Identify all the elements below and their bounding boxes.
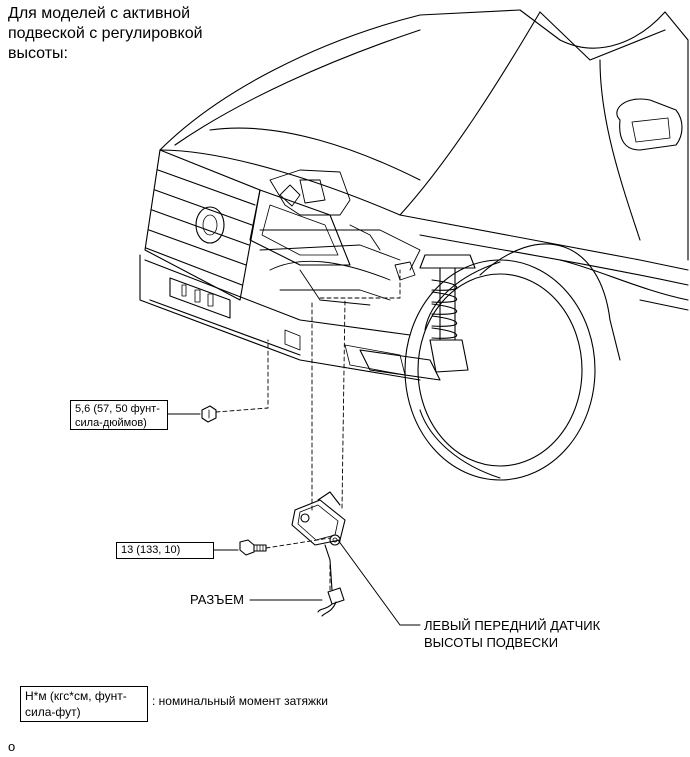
hood-outline	[159, 9, 541, 216]
heading-line: высоты:	[8, 45, 68, 62]
bolt-large	[239, 539, 267, 556]
height-sensor-bracket	[291, 491, 346, 561]
torque-large-line: 13 (133, 10)	[121, 544, 181, 556]
heading-line: Для моделей с активной	[8, 5, 191, 22]
legend-description: : номинальный момент затяжки	[152, 694, 328, 708]
windshield-outline	[519, 9, 689, 261]
sensor-label-line: ВЫСОТЫ ПОДВЕСКИ	[424, 635, 559, 650]
connector-label: РАЗЪЕМ	[190, 592, 244, 607]
dashed-guide-lines	[215, 269, 401, 591]
sensor-label-line: ЛЕВЫЙ ПЕРЕДНИЙ ДАТЧИК	[424, 618, 601, 633]
corner-mark: o	[8, 739, 16, 754]
legend-unit-line: Н*м (кгс*см, фунт-	[25, 689, 127, 703]
headlight	[249, 189, 351, 266]
connector-plug	[317, 559, 345, 617]
leader-lines	[167, 413, 421, 626]
front-bumper	[139, 254, 421, 381]
torque-small-line: сила-дюймов)	[75, 417, 147, 429]
torque-small-line: 5,6 (57, 50 фунт-	[75, 403, 160, 415]
strut-assembly	[359, 254, 476, 381]
sensor-label: ЛЕВЫЙ ПЕРЕДНИЙ ДАТЧИК ВЫСОТЫ ПОДВЕСКИ	[424, 617, 600, 651]
torque-callout-large: 13 (133, 10)	[116, 542, 214, 559]
engine-components	[259, 169, 421, 306]
front-grille	[144, 149, 261, 301]
body-side	[399, 214, 689, 361]
legend-unit-box: Н*м (кгс*см, фунт- сила-фут)	[20, 686, 148, 722]
bolt-small	[201, 405, 217, 423]
legend-unit-line: сила-фут)	[25, 705, 81, 719]
front-wheel	[404, 259, 596, 481]
heading-line: подвеской с регулировкой	[8, 25, 203, 42]
side-mirror	[616, 98, 683, 151]
torque-callout-small: 5,6 (57, 50 фунт- сила-дюймов)	[70, 400, 168, 430]
diagram-heading: Для моделей с активной подвеской с регул…	[8, 4, 268, 64]
